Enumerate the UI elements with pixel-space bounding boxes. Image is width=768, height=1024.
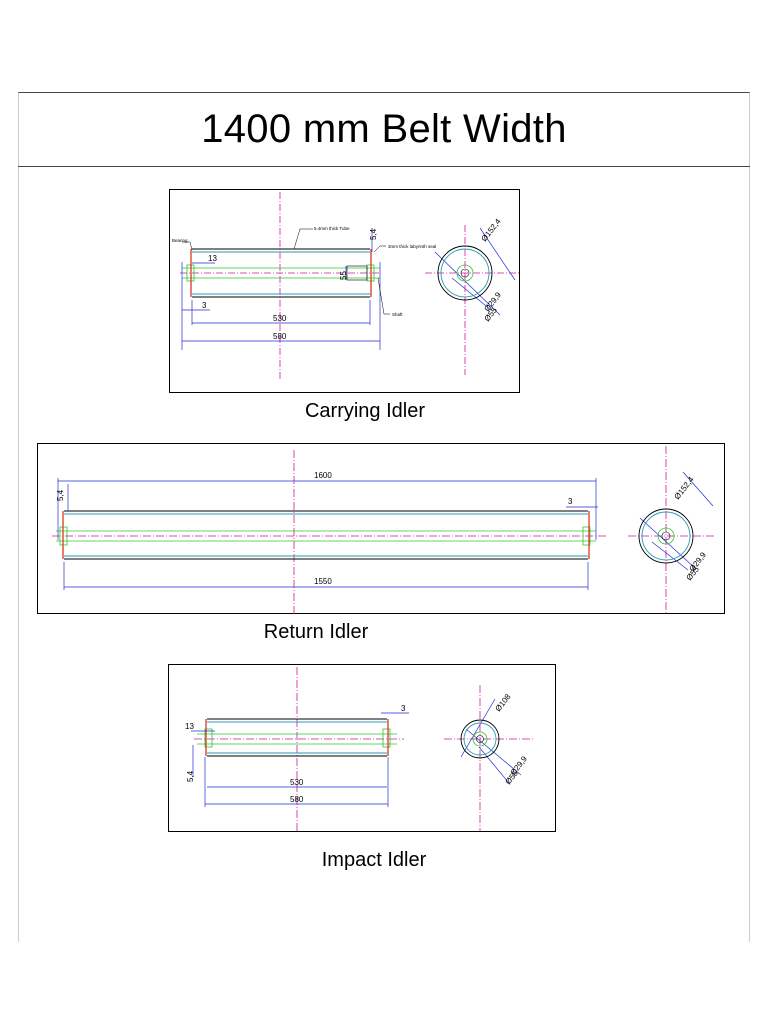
- carrying-dim-580: 580: [273, 332, 287, 341]
- return-dim-5-4: 5,4: [56, 489, 65, 501]
- page-title: 1400 mm Belt Width: [201, 106, 567, 151]
- carrying-note-bearing: Bearing: [172, 238, 188, 243]
- impact-end-view: [460, 719, 500, 759]
- carrying-note-seal: 3mm thick labyrinth seal: [388, 244, 436, 249]
- impact-tube: [207, 718, 387, 757]
- impact-dim-13: 13: [185, 722, 194, 731]
- carrying-idler-caption: Carrying Idler: [304, 400, 426, 422]
- carrying-dim-55: 55: [339, 271, 348, 280]
- carrying-dim-3: 3: [202, 301, 207, 310]
- impact-dim-530: 530: [290, 778, 304, 787]
- impact-dim-3: 3: [401, 704, 406, 713]
- return-dia-152-4: Ø152,4: [672, 475, 696, 502]
- carrying-end-view: [437, 245, 493, 301]
- carrying-note-tube: 5.4mm thick Tube: [314, 226, 350, 231]
- return-dimensions: [57, 471, 714, 590]
- impact-idler-caption: Impact Idler: [321, 849, 427, 871]
- return-centerlines: [52, 446, 714, 614]
- carrying-idler-drawing: 13 3 530 580 5,4 55 Ø152,4 Ø29,9 Ø55 5.4…: [169, 189, 520, 393]
- carrying-seals: [190, 249, 372, 297]
- carrying-dimensions: [181, 227, 516, 350]
- title-band: 1400 mm Belt Width: [18, 92, 750, 167]
- return-dim-1600: 1600: [314, 471, 332, 480]
- impact-dim-5-4: 5,4: [186, 770, 195, 782]
- impact-dia-108: Ø108: [493, 692, 512, 713]
- return-idler-caption: Return Idler: [263, 621, 369, 643]
- return-dim-3: 3: [568, 497, 573, 506]
- carrying-dim-13: 13: [208, 254, 217, 263]
- impact-shaft: [197, 728, 397, 748]
- page-frame: [18, 92, 750, 942]
- return-seals: [62, 511, 590, 559]
- carrying-idler-svg: 13 3 530 580 5,4 55 Ø152,4 Ø29,9 Ø55 5.4…: [172, 192, 520, 380]
- return-end-view: [638, 508, 694, 564]
- return-idler-drawing: 1600 1550 3 5,4 Ø152,4 Ø29,9 Ø55: [37, 443, 725, 614]
- impact-seals: [205, 719, 389, 756]
- carrying-dim-530: 530: [273, 314, 287, 323]
- carrying-note-shaft: Shaft: [392, 312, 403, 317]
- impact-dim-580: 580: [290, 795, 304, 804]
- carrying-tube: [192, 248, 370, 298]
- carrying-dia-152-4: Ø152,4: [479, 217, 503, 244]
- impact-idler-drawing: 13 3 5,4 530 580 Ø108 Ø29,9 Ø55: [168, 664, 556, 832]
- return-dim-1550: 1550: [314, 577, 332, 586]
- return-idler-svg: 1600 1550 3 5,4 Ø152,4 Ø29,9 Ø55: [52, 446, 714, 614]
- carrying-leaders: [182, 228, 390, 315]
- impact-centerlines: [194, 667, 535, 831]
- carrying-dim-5-4: 5,4: [369, 228, 378, 240]
- impact-idler-svg: 13 3 5,4 530 580 Ø108 Ø29,9 Ø55: [185, 667, 535, 831]
- carrying-centerlines: [180, 192, 520, 380]
- return-tube: [64, 510, 588, 560]
